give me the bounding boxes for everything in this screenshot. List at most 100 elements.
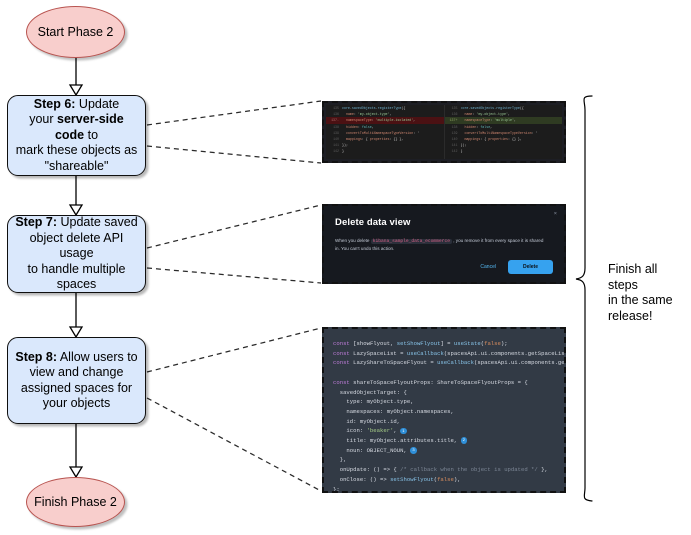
diff-line-number: 138 [333, 124, 339, 129]
diff-line: 141}); [445, 142, 563, 148]
diff-line-number: 140 [451, 136, 458, 141]
diff-line-number: 135 [333, 106, 339, 110]
code-line: noun: OBJECT_NOUN, 3 [333, 447, 417, 454]
step-8-line1-rest: Allow users to [57, 349, 138, 364]
code-line: const LazySpaceList = useCallback(spaces… [333, 349, 564, 357]
diff-line-number: 137+ [449, 118, 458, 123]
terminal-finish-phase-2[interactable]: Finish Phase 2 [26, 477, 125, 527]
diff-line-number: 141 [333, 143, 339, 148]
diff-line-text: hidden: false, [464, 124, 493, 129]
diff-line-text: convertToMultiNamespaceTypeVersion: ' [345, 130, 420, 135]
diff-line: 137- namespaceType: 'multiple-isolated', [326, 117, 444, 124]
terminal-start-phase-2[interactable]: Start Phase 2 [26, 6, 125, 58]
step-6-line2-bold: server-side code [54, 112, 124, 142]
finish-label: Finish Phase 2 [34, 495, 117, 509]
code-line: const shareToSpaceFlyoutProps: ShareToSp… [333, 378, 528, 386]
callout-number: 2 [460, 437, 468, 444]
diff-line: 142} [445, 148, 563, 154]
diff-line-number: 142 [451, 149, 458, 154]
diff-line: 141}); [326, 142, 444, 148]
diff-line-text: core.savedObjects.registerType({ [460, 106, 524, 110]
brace-label-line-1: Finish all steps [608, 262, 658, 292]
code-line: id: myObject.id, [333, 417, 401, 425]
step-6-line4: "shareable" [44, 158, 109, 173]
step-7-line1-rest: Update saved [57, 215, 138, 230]
diff-line-text: hidden: false, [345, 124, 374, 129]
grouping-brace [575, 95, 593, 502]
diff-line: 136 name: 'my-object-type', [326, 111, 444, 117]
step-7-prefix: Step 7: [15, 215, 58, 230]
step-7-line2: object delete API usage [29, 230, 124, 261]
diff-line: 139 convertToMultiNamespaceTypeVersion: … [326, 130, 444, 136]
delete-button[interactable]: Delete [507, 260, 553, 274]
screenshot-delete-data-view-modal: × Delete data view When you delete kiban… [322, 204, 566, 284]
diff-line: 137+ namespaceType: 'multiple', [444, 117, 562, 124]
dialog-body-after: , you remove it from every space it is s… [335, 238, 544, 251]
leader-step8-bot2 [146, 397, 322, 492]
diff-line-number: 138 [451, 124, 458, 129]
step-7-text: Step 7: Update saved object delete API u… [13, 215, 140, 293]
code-line: const LazyShareToSpaceFlyout = useCallba… [333, 359, 564, 367]
step-8-text: Step 8: Allow users to view and change a… [15, 350, 137, 412]
leader-step6-top [146, 100, 322, 126]
step-6-text: Step 6: Update your server-side code to … [13, 97, 140, 175]
data-view-name-chip: kibana_sample_data_ecommerce [370, 239, 452, 244]
close-icon[interactable]: × [553, 211, 557, 217]
diff-line-text: } [460, 149, 463, 154]
step-8-prefix: Step 8: [15, 349, 58, 364]
code-line: savedObjectTarget: { [333, 388, 407, 396]
diff-line: 139 convertToMultiNamespaceTypeVersion: … [445, 130, 563, 136]
leader-step8-top [146, 327, 322, 373]
diff-line: 138 hidden: false, [445, 124, 563, 130]
process-step-8[interactable]: Step 8: Allow users to view and change a… [7, 337, 146, 424]
diff-line-text: } [342, 149, 344, 154]
brace-label-line-3: release! [608, 308, 653, 323]
code-line: onUpdate: () => { /* callback when the o… [333, 466, 548, 474]
brace-label-line-2: in the same [608, 293, 673, 307]
step-8-line4: your objects [42, 396, 111, 410]
dialog-actions: Cancel Delete [477, 260, 553, 274]
code-line: }; [333, 485, 340, 491]
diff-line: 138 hidden: false, [326, 124, 444, 130]
step-8-line3: assigned spaces for [20, 380, 133, 395]
leader-step7-top [146, 204, 322, 249]
code-line: namespaces: myObject.namespaces, [333, 407, 454, 415]
diff-line-text: mappings: { properties: {} }, [345, 136, 404, 141]
step-6-line1-rest: Update [75, 96, 120, 111]
step-6-line3: mark these objects as [15, 143, 138, 158]
diff-line: 136 name: 'my-object-type', [445, 111, 563, 117]
callout-number: 1 [400, 427, 407, 435]
code-line: const [showFlyout, setShowFlyout] = useS… [333, 340, 508, 347]
code-listing: const [showFlyout, setShowFlyout] = useS… [324, 329, 564, 491]
process-step-7[interactable]: Step 7: Update saved object delete API u… [7, 215, 146, 293]
diff-line-number: 139 [333, 130, 339, 135]
code-line: }, [333, 456, 347, 464]
step-8-line2: view and change [29, 365, 124, 379]
code-line: type: myObject.type, [333, 398, 414, 406]
start-label: Start Phase 2 [37, 25, 114, 39]
diff-line: 142} [326, 148, 444, 154]
cancel-button[interactable]: Cancel [477, 262, 499, 272]
diff-line-text: name: 'my-object-type', [464, 112, 510, 117]
code-line: onClose: () => setShowFlyout(false), [333, 475, 461, 483]
diff-line-number: 140 [333, 136, 339, 141]
diff-line-text: name: 'my-object-type', [345, 112, 392, 117]
brace-annotation-label: Finish all steps in the same release! [608, 262, 690, 324]
leader-step8-bottom [146, 267, 322, 284]
diff-line-number: 135 [451, 106, 458, 110]
leader-step6-bottom [146, 145, 322, 164]
diff-line-number: 141 [451, 143, 458, 148]
process-step-6[interactable]: Step 6: Update your server-side code to … [7, 95, 146, 176]
diff-line-number: 136 [333, 112, 339, 117]
diff-line-text: core.savedObjects.registerType({ [342, 106, 406, 110]
delete-data-view-dialog: × Delete data view When you delete kiban… [324, 206, 564, 282]
diff-line-text: mappings: { properties: {} }, [464, 136, 522, 141]
diff-line-text: namespaceType: 'multiple', [464, 118, 516, 123]
diff-line-number: 142 [333, 149, 339, 154]
step-6-line2-post: to [84, 127, 99, 142]
diff-line: 140 mappings: { properties: {} }, [445, 136, 563, 142]
